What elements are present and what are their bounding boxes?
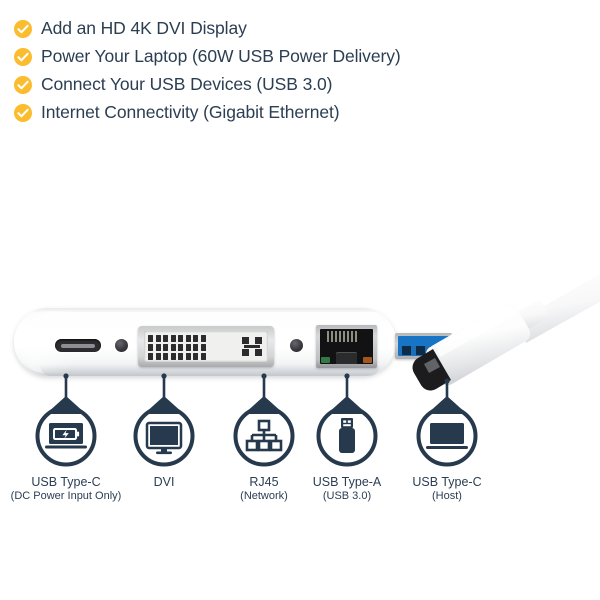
callout-rj45: RJ45 (Network) bbox=[199, 404, 329, 503]
product-photo bbox=[0, 255, 600, 400]
feature-text: Internet Connectivity (Gigabit Ethernet) bbox=[41, 101, 340, 122]
rj45-contacts bbox=[327, 331, 359, 342]
dvi-pin-row bbox=[148, 353, 208, 360]
callout-circle bbox=[132, 404, 196, 468]
feature-text: Power Your Laptop (60W USB Power Deliver… bbox=[41, 45, 401, 66]
feature-item: Power Your Laptop (60W USB Power Deliver… bbox=[14, 44, 584, 69]
callout-label: DVI bbox=[153, 475, 175, 489]
screw-hole-right bbox=[290, 339, 303, 352]
callout-usb-type-c-power: USB Type-C (DC Power Input Only) bbox=[1, 404, 131, 503]
adapter-body bbox=[14, 308, 452, 376]
port-tongue bbox=[61, 344, 95, 348]
dvi-pin-row bbox=[148, 344, 208, 351]
network-tree-icon bbox=[233, 405, 295, 467]
feature-text: Add an HD 4K DVI Display bbox=[41, 17, 247, 38]
callout-label: USB Type-C bbox=[412, 475, 482, 489]
feature-item: Add an HD 4K DVI Display bbox=[14, 16, 584, 41]
port-dvi-cavity bbox=[144, 331, 268, 362]
dvi-analog-cross-pin bbox=[242, 337, 262, 356]
callout-sublabel: (DC Power Input Only) bbox=[10, 489, 122, 502]
callout-circle bbox=[232, 404, 296, 468]
usb-c-host-cable bbox=[412, 273, 600, 391]
rj45-latch-slot bbox=[336, 352, 357, 364]
dvi-pin-row bbox=[148, 335, 208, 342]
check-circle-icon bbox=[14, 19, 32, 38]
callout-label: USB Type-C bbox=[31, 475, 101, 489]
check-circle-icon bbox=[14, 103, 32, 122]
port-rj45-cavity bbox=[320, 329, 373, 364]
callout-circle bbox=[315, 404, 379, 468]
feature-item: Internet Connectivity (Gigabit Ethernet) bbox=[14, 100, 584, 125]
plug-highlight bbox=[436, 305, 516, 357]
dvi-pin-grid bbox=[148, 335, 208, 362]
rj45-link-led bbox=[321, 357, 330, 363]
plug-housing bbox=[425, 302, 531, 386]
usb-c-tip-tongue bbox=[424, 358, 440, 373]
feature-item: Connect Your USB Devices (USB 3.0) bbox=[14, 72, 584, 97]
callout-label: RJ45 bbox=[249, 475, 279, 489]
cable bbox=[518, 273, 600, 343]
feature-text: Connect Your USB Devices (USB 3.0) bbox=[41, 73, 333, 94]
usb-flash-drive-icon bbox=[316, 405, 378, 467]
callout-circle bbox=[34, 404, 98, 468]
rj45-activity-led bbox=[363, 357, 372, 363]
port-usb-type-c-power bbox=[55, 339, 101, 352]
callout-sublabel: (Network) bbox=[240, 489, 288, 502]
laptop-icon bbox=[416, 405, 478, 467]
callout-usb-type-a: USB Type-A (USB 3.0) bbox=[282, 404, 412, 503]
check-circle-icon bbox=[14, 75, 32, 94]
screw-hole-left bbox=[115, 339, 128, 352]
callout-dvi: DVI bbox=[99, 404, 229, 490]
monitor-icon bbox=[133, 405, 195, 467]
port-rj45 bbox=[316, 325, 377, 368]
port-dvi bbox=[138, 326, 274, 367]
callout-sublabel: (USB 3.0) bbox=[322, 489, 372, 502]
callout-circle bbox=[415, 404, 479, 468]
callout-usb-type-c-host: USB Type-C (Host) bbox=[382, 404, 512, 503]
callout-label: USB Type-A bbox=[312, 475, 382, 489]
check-circle-icon bbox=[14, 47, 32, 66]
laptop-power-icon bbox=[35, 405, 97, 467]
adapter-shadow bbox=[40, 365, 380, 376]
callout-sublabel: (Host) bbox=[432, 489, 462, 502]
feature-list: Add an HD 4K DVI Display Power Your Lapt… bbox=[14, 16, 584, 128]
